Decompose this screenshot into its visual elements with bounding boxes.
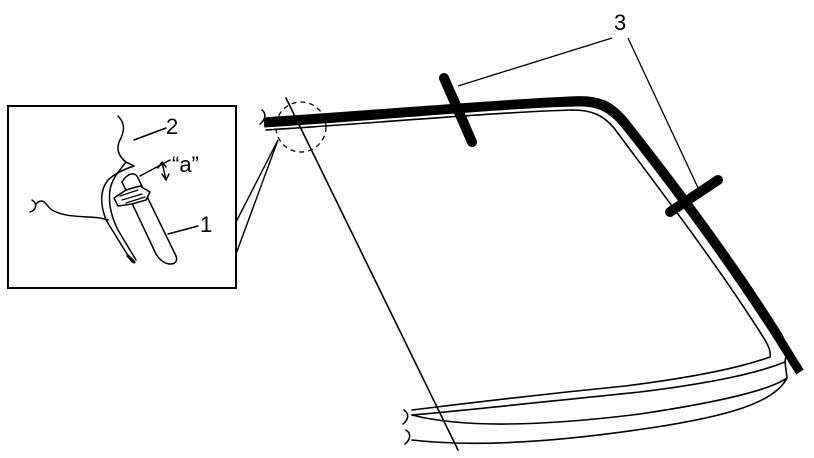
- inset-glass-bottom: [155, 253, 178, 265]
- pillar-line: [285, 97, 459, 451]
- label-gap-a: “a”: [172, 152, 199, 177]
- detail-inset: 2 “a” 1: [7, 105, 237, 289]
- inset-molding-hatch: [119, 189, 146, 204]
- label-2-leader: [133, 127, 167, 141]
- inset-glass-top: [121, 173, 139, 183]
- callout-connectors: [235, 139, 279, 255]
- label-part-2: 2: [166, 114, 178, 139]
- inset-cable: [35, 200, 109, 221]
- inset-body-panel: [101, 115, 135, 263]
- glass-bottom-edge: [411, 361, 788, 425]
- gap-a-leader: [139, 159, 171, 177]
- glass-bottom-inner: [411, 377, 788, 444]
- label-3-leaders: [457, 37, 701, 193]
- label-1-leader: [167, 225, 199, 235]
- label-part-1: 1: [200, 212, 212, 237]
- clip-marker-top: [439, 73, 477, 147]
- inset-cable-break: [29, 199, 37, 213]
- windshield-glass: [259, 96, 788, 451]
- inset-body-panel-inner: [108, 161, 137, 261]
- inset-sealer: [126, 254, 136, 264]
- clip-marker-right: [665, 175, 723, 217]
- detail-circle: [275, 101, 327, 153]
- glass-inner-edge: [265, 109, 772, 411]
- glass-outer-edge: [265, 96, 787, 416]
- inset-molding: [113, 185, 151, 207]
- label-part-3: 3: [614, 10, 626, 35]
- molding-strip: [263, 97, 804, 375]
- break-mark-lower: [402, 409, 411, 445]
- break-mark-upper: [259, 109, 266, 125]
